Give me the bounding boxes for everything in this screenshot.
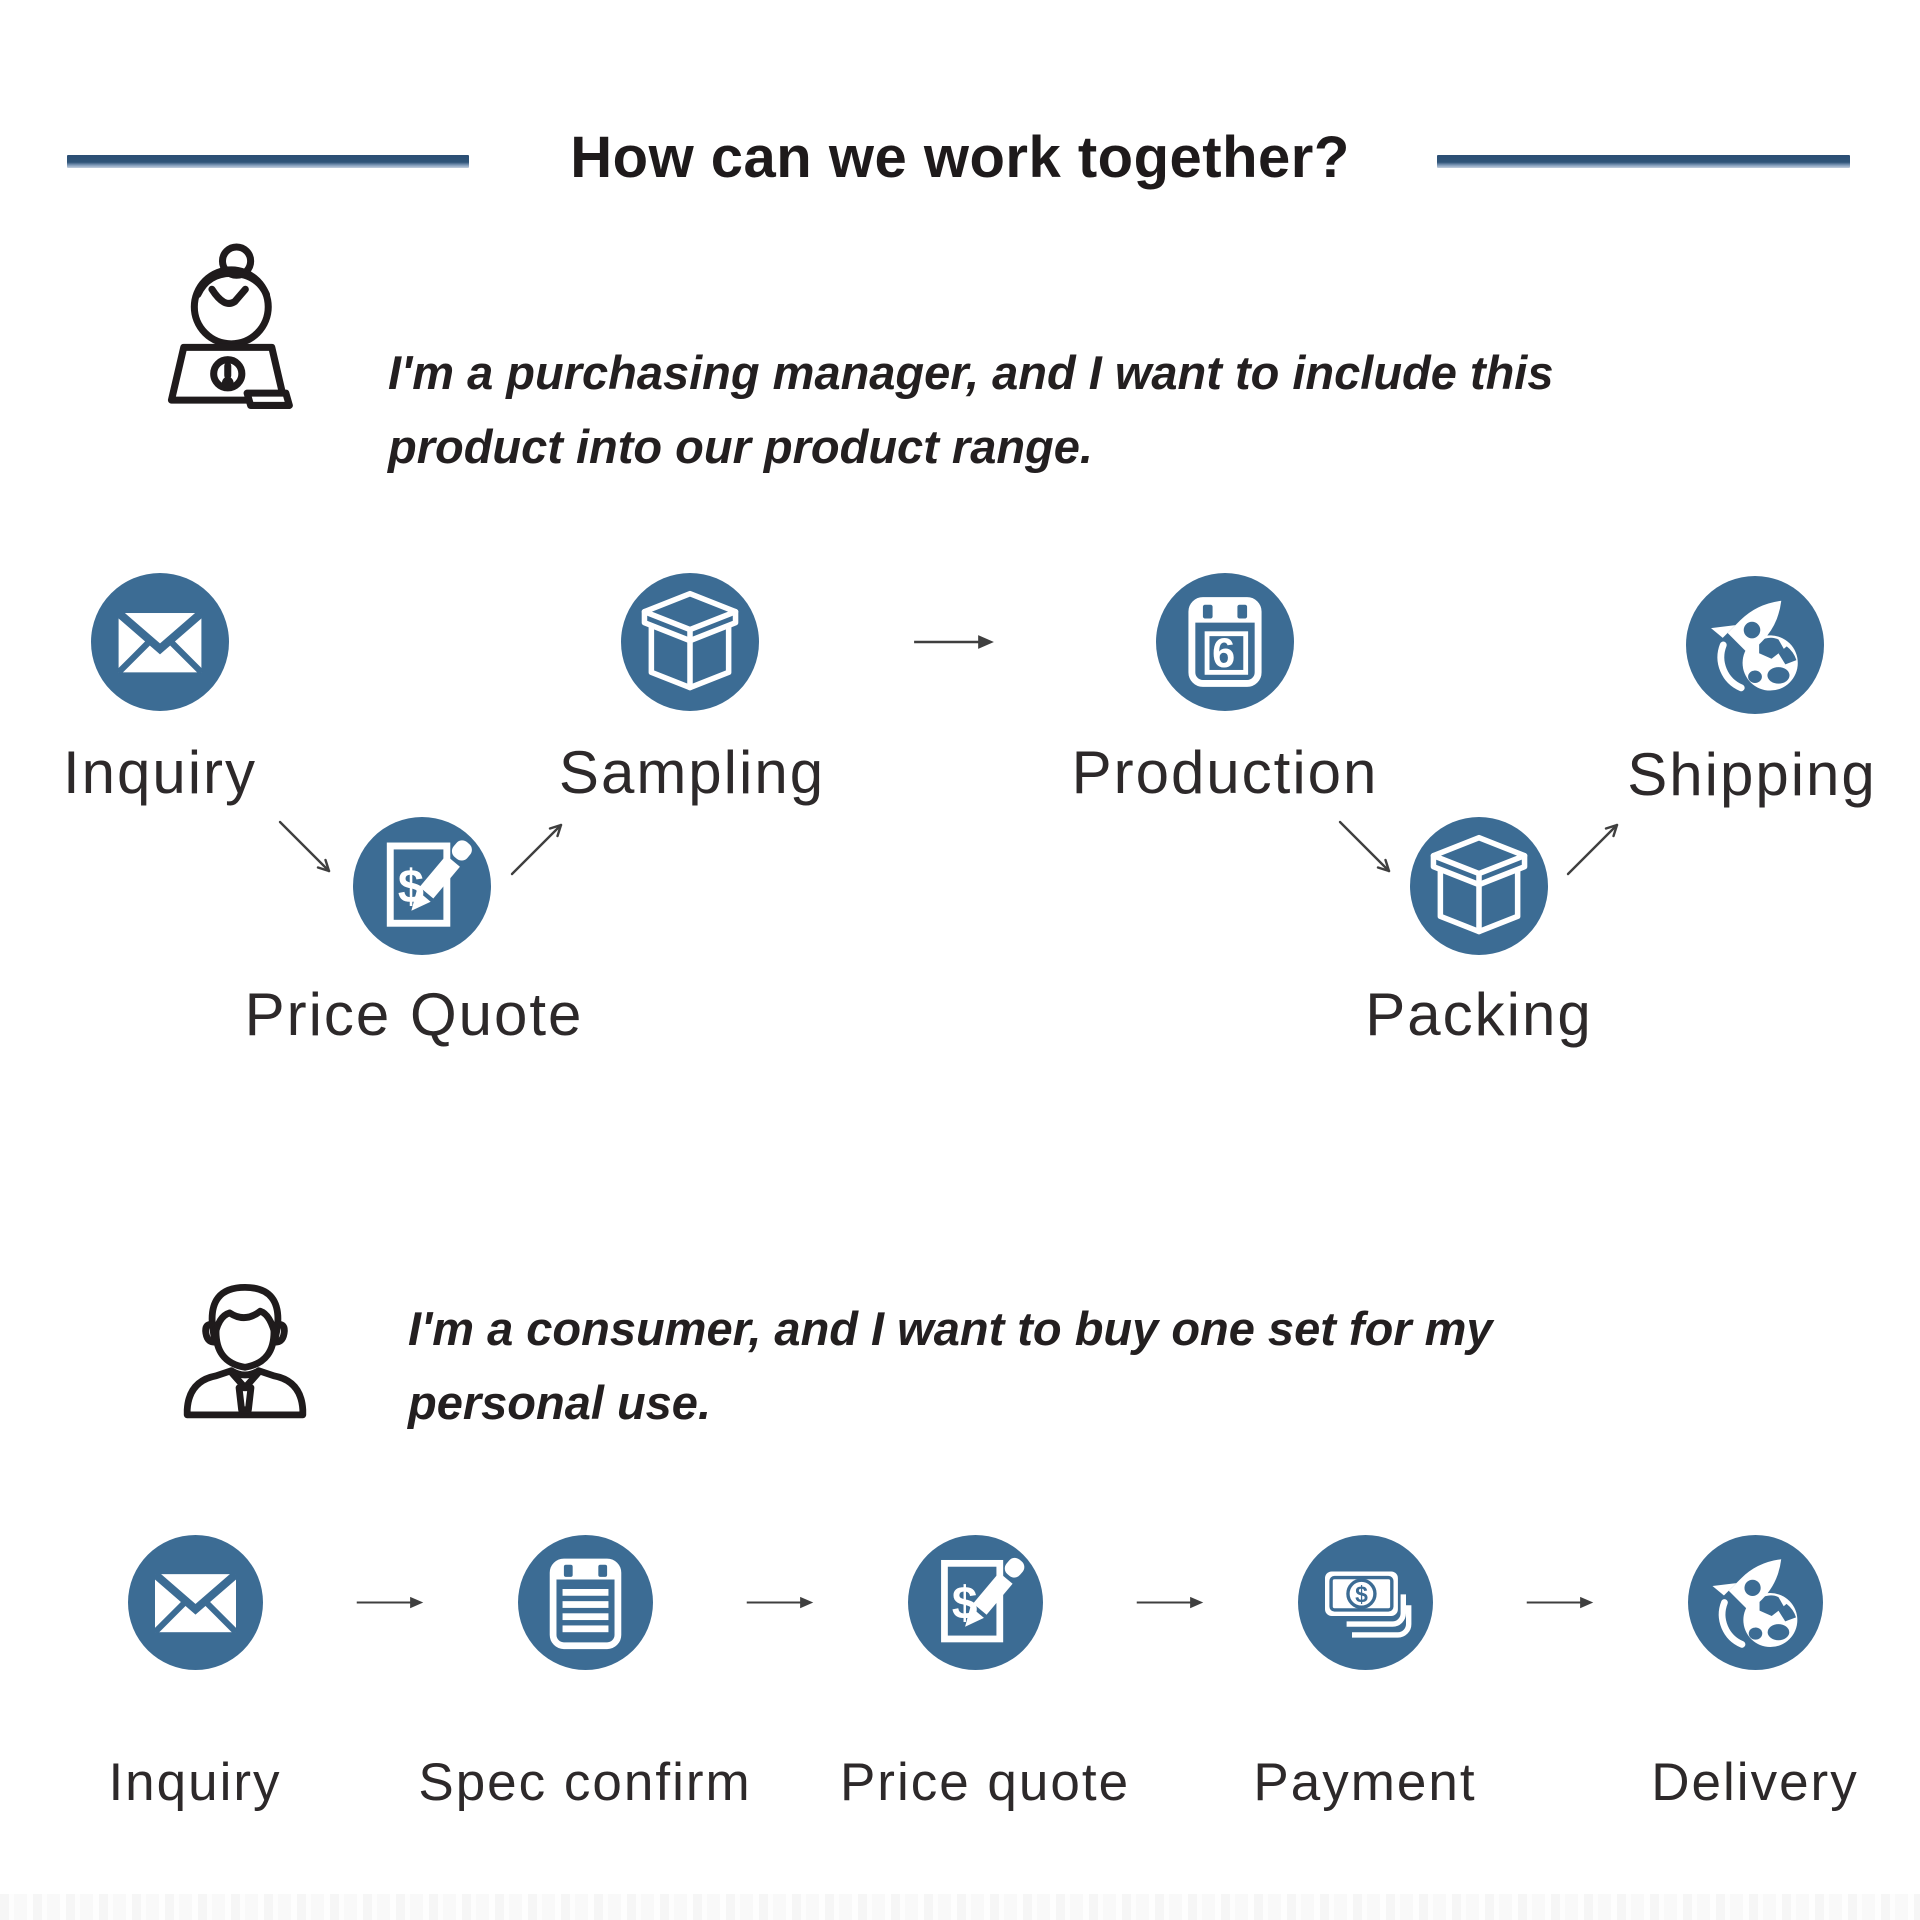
flow2-step-inquiry — [128, 1535, 263, 1670]
flow1-label-inquiry: Inquiry — [62, 739, 258, 806]
flow2-step-price-quote — [908, 1535, 1043, 1670]
flow2-label-spec-confirm: Spec confirm — [418, 1753, 752, 1812]
arrow-down-right-icon — [276, 818, 336, 878]
flow1-step-production — [1156, 573, 1294, 711]
persona2-quote-line1: I'm a consumer, and I want to buy one se… — [408, 1302, 1493, 1355]
persona1-quote: I'm a purchasing manager, and I want to … — [388, 336, 1554, 484]
persona2-quote-line2: personal use. — [408, 1376, 711, 1429]
box-icon — [1410, 817, 1548, 955]
banknotes-icon — [1298, 1535, 1433, 1670]
rocket-globe-icon — [1686, 576, 1824, 714]
flow1-label-packing: Packing — [1365, 981, 1593, 1048]
flow2-label-delivery: Delivery — [1651, 1753, 1859, 1812]
arrow-down-right-icon — [1336, 818, 1396, 878]
arrow-right-icon — [1135, 1592, 1205, 1613]
flow1-label-production: Production — [1071, 739, 1379, 806]
flow1-step-price-quote — [353, 817, 491, 955]
arrow-right-icon — [355, 1592, 425, 1613]
persona1-quote-line1: I'm a purchasing manager, and I want to … — [388, 346, 1554, 399]
flow2-label-payment: Payment — [1253, 1753, 1477, 1812]
persona1-quote-line2: product into our product range. — [388, 420, 1093, 473]
page-title: How can we work together? — [570, 125, 1350, 190]
rocket-globe-icon — [1688, 1535, 1823, 1670]
flow1-step-inquiry — [91, 573, 229, 711]
flow2-step-spec-confirm — [518, 1535, 653, 1670]
woman-at-laptop-icon — [138, 240, 314, 416]
arrow-up-right-icon — [1564, 818, 1624, 878]
spec-sheet-icon — [518, 1535, 653, 1670]
flow2-label-price-quote: Price quote — [839, 1753, 1131, 1812]
flow2-step-delivery — [1688, 1535, 1823, 1670]
envelope-icon — [91, 573, 229, 711]
title-divider-left — [67, 155, 469, 168]
arrow-up-right-icon — [508, 818, 568, 878]
flow2-label-inquiry: Inquiry — [108, 1753, 282, 1812]
man-consumer-icon — [160, 1252, 330, 1452]
flow2-step-payment — [1298, 1535, 1433, 1670]
price-quote-icon — [908, 1535, 1043, 1670]
title-divider-right — [1437, 155, 1850, 168]
flow1-label-shipping: Shipping — [1627, 741, 1877, 808]
box-icon — [621, 573, 759, 711]
flow1-step-sampling — [621, 573, 759, 711]
arrow-right-icon — [745, 1592, 815, 1613]
price-quote-icon — [353, 817, 491, 955]
envelope-icon — [128, 1535, 263, 1670]
persona2-quote: I'm a consumer, and I want to buy one se… — [408, 1292, 1493, 1440]
flow1-step-shipping — [1686, 576, 1824, 714]
arrow-right-icon — [912, 628, 996, 656]
calendar-icon — [1156, 573, 1294, 711]
flow1-step-packing — [1410, 817, 1548, 955]
flow1-label-sampling: Sampling — [558, 739, 826, 806]
flow1-label-price-quote: Price Quote — [244, 981, 584, 1048]
arrow-right-icon — [1525, 1592, 1595, 1613]
watermark-strip — [0, 1894, 1920, 1920]
